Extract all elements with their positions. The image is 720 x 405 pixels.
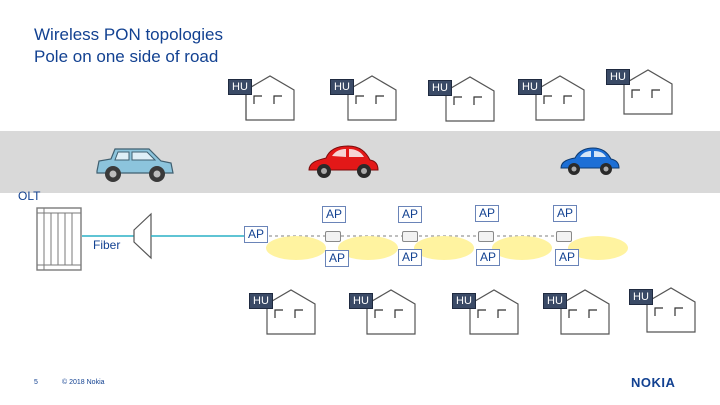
ap-top: AP [322,206,347,223]
hu-label: HU [330,79,354,95]
olt-rack-icon [36,207,82,271]
hu-label: HU [452,293,476,309]
hu-label: HU [518,79,542,95]
house-unit-top: HU [518,74,588,122]
olt-label: OLT [18,189,41,203]
ap-bottom: AP [555,249,580,266]
hu-label: HU [428,80,452,96]
house-icon [535,75,585,121]
house-icon [469,289,519,335]
title-line-1: Wireless PON topologies [34,25,223,44]
hu-label: HU [249,293,273,309]
ap-node [402,231,418,242]
hu-label: HU [606,69,630,85]
house-icon [560,289,610,335]
house-unit-top: HU [330,74,400,122]
fiber-label: Fiber [93,238,121,252]
ap-top: AP [553,205,578,222]
house-icon [266,289,316,335]
hu-label: HU [349,293,373,309]
house-unit-bottom: HU [349,288,419,336]
house-icon [646,287,696,333]
ap-top: AP [398,206,423,223]
house-icon [366,289,416,335]
slide-title: Wireless PON topologies Pole on one side… [34,24,223,68]
ap-node [325,231,341,242]
ap-bottom: AP [325,250,350,267]
ap-bottom: AP [398,249,423,266]
house-unit-top: HU [428,75,498,123]
page-number: 5 [34,379,38,386]
ap-bottom: AP [476,249,501,266]
copyright: © 2018 Nokia [62,379,105,386]
house-unit-top: HU [228,74,298,122]
car-left [96,148,174,182]
nokia-logo: NOKIA [631,375,676,390]
ap-node [478,231,494,242]
house-unit-bottom: HU [629,286,699,334]
car-middle [308,145,379,178]
house-icon [445,76,495,122]
house-unit-top: HU [606,68,676,116]
house-unit-bottom: HU [543,288,613,336]
house-unit-bottom: HU [452,288,522,336]
house-icon [245,75,295,121]
ap-top: AP [475,205,500,222]
hu-label: HU [228,79,252,95]
title-line-2: Pole on one side of road [34,47,219,66]
hu-label: HU [629,289,653,305]
house-icon [347,75,397,121]
ap-node [556,231,572,242]
hu-label: HU [543,293,567,309]
house-icon [623,69,673,115]
house-unit-bottom: HU [249,288,319,336]
ap-head: AP [244,226,269,243]
car-right [560,147,620,175]
